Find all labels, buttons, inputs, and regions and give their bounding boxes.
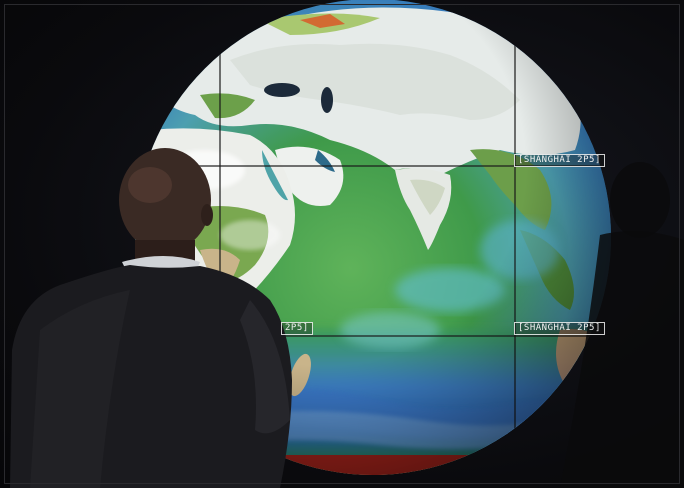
man-silhouette	[10, 148, 292, 488]
screen-label-se: [SHANGHAI 2P5]	[514, 322, 605, 335]
screen-label-ne: [SHANGHAI 2P5]	[514, 154, 605, 167]
screen-label-w: 2P5]	[281, 322, 313, 335]
background-person-silhouette	[560, 162, 684, 488]
